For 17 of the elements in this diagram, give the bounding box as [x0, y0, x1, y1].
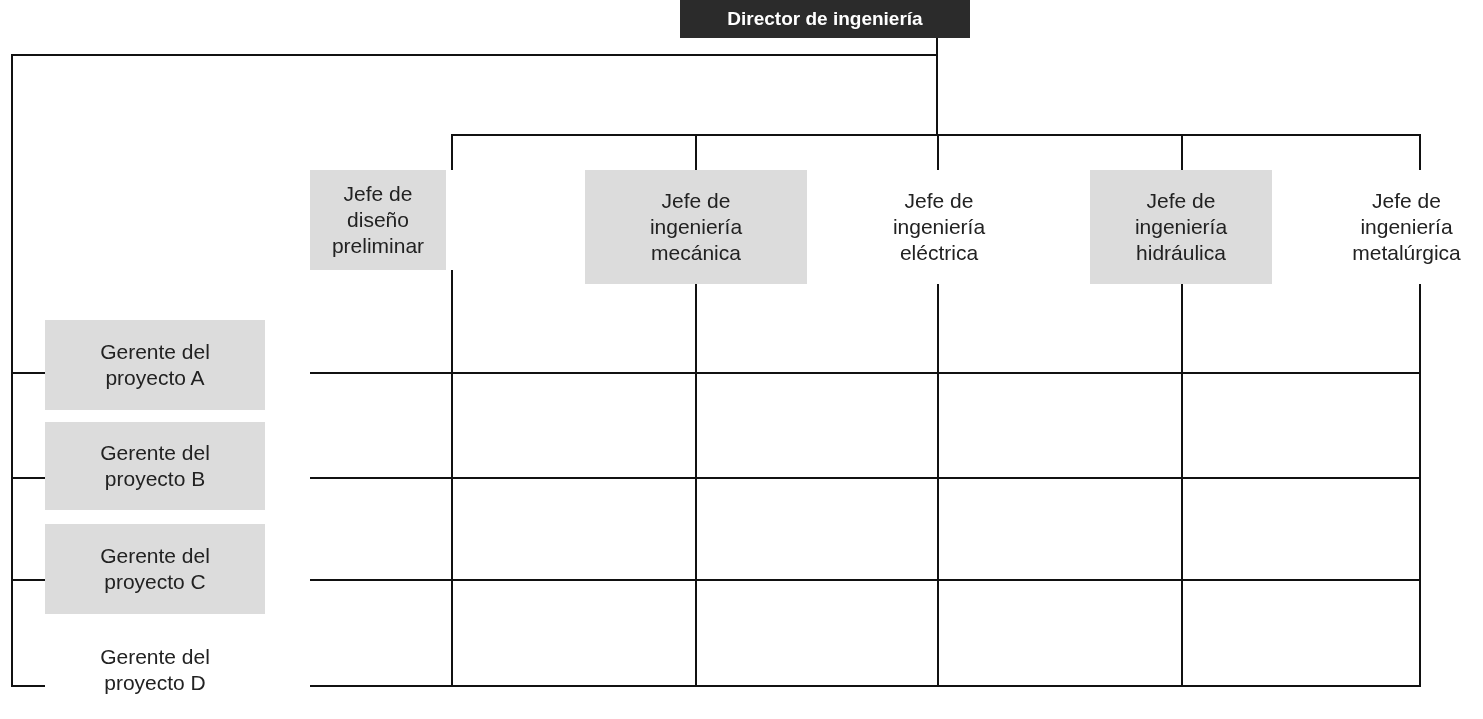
role-title: Gerente del proyecto B	[99, 439, 211, 492]
department-head-box	[1090, 170, 1272, 284]
project-manager-box	[45, 320, 265, 410]
department-head-box	[585, 170, 807, 284]
role-title: Jefe de ingeniería mecánica	[648, 187, 744, 267]
project-manager-box	[45, 422, 265, 510]
role-title: Jefe de ingeniería eléctrica	[891, 187, 987, 267]
project-manager-box	[45, 524, 265, 614]
role-title: Gerente del proyecto A	[99, 338, 211, 391]
role-title: Director de ingeniería	[727, 7, 923, 31]
director-box	[680, 0, 970, 38]
role-title: Gerente del proyecto D	[99, 643, 211, 696]
role-title: Jefe de ingeniería metalúrgica	[1351, 187, 1462, 267]
role-title: Jefe de diseño preliminar	[330, 180, 426, 260]
department-head-box	[310, 170, 446, 270]
role-title: Gerente del proyecto C	[99, 542, 211, 595]
role-title: Jefe de ingeniería hidráulica	[1133, 187, 1229, 267]
